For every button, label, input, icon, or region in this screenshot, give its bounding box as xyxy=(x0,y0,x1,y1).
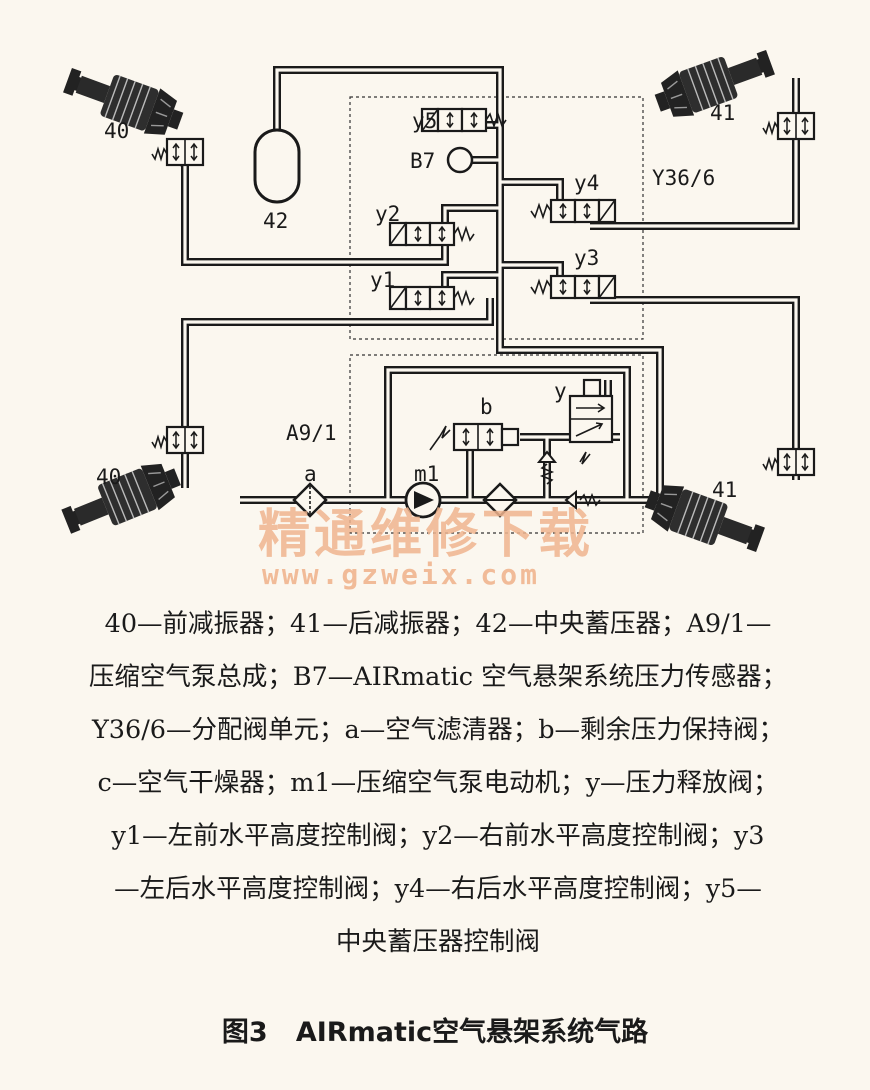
legend-line: 压缩空气泵总成；B7—AIRmatic 空气悬架系统压力传感器； xyxy=(88,662,788,692)
label-rear-shock-top: 41 xyxy=(710,101,735,125)
label-filter-a: a xyxy=(304,462,317,486)
figure-title: AIRmatic空气悬架系统气路 xyxy=(295,1017,649,1048)
air-filter-a xyxy=(292,482,328,518)
legend-line: —左后水平高度控制阀；y4—右后水平高度控制阀；y5— xyxy=(114,874,762,904)
valve-y3 xyxy=(529,274,617,300)
legend-line: Y36/6—分配阀单元；a—空气滤清器；b—剩余压力保持阀； xyxy=(91,715,785,745)
figure-number: 图3 xyxy=(221,1017,268,1048)
label-y5: y5 xyxy=(412,109,437,133)
valve-y1 xyxy=(388,285,476,311)
label-y3: y3 xyxy=(574,246,599,270)
label-front-shock-top: 40 xyxy=(104,119,129,143)
label-relief-valve-y: y xyxy=(554,379,567,403)
valve-y2 xyxy=(388,221,476,247)
legend-line: 40—前减振器；41—后减振器；42—中央蓄压器；A9/1— xyxy=(104,609,772,639)
watermark-chinese: 精通维修下载 xyxy=(258,504,594,565)
label-y2: y2 xyxy=(375,202,400,226)
label-y1: y1 xyxy=(370,268,395,292)
pressure-relief-valve-y xyxy=(568,378,614,465)
label-motor-m1: m1 xyxy=(414,462,439,486)
strut-valve-front-left-bottom xyxy=(150,425,205,455)
strut-valve-rear-right-top xyxy=(761,111,816,141)
label-y4: y4 xyxy=(574,171,599,195)
strut-valve-rear-right-bottom xyxy=(761,447,816,477)
pump-unit-outline xyxy=(349,354,644,534)
label-holding-valve-b: b xyxy=(480,395,493,419)
air-dryer-c xyxy=(482,482,518,518)
label-accumulator: 42 xyxy=(263,209,288,233)
legend: 40—前减振器；41—后减振器；42—中央蓄压器；A9/1— 压缩空气泵总成；B… xyxy=(28,598,848,969)
air-circuit-diagram: 40 40 41 41 42 Y36/6 A9/1 B7 y5 y4 y2 y3… xyxy=(56,38,816,591)
label-valve-unit: Y36/6 xyxy=(652,166,715,190)
accumulator-42 xyxy=(253,128,301,204)
label-pump-unit: A9/1 xyxy=(286,421,337,445)
pressure-sensor-b7 xyxy=(446,146,474,174)
valve-y4 xyxy=(529,198,617,224)
residual-pressure-holding-valve-b xyxy=(429,422,520,452)
check-valve-spring xyxy=(536,450,601,511)
legend-line: y1—左前水平高度控制阀；y2—右前水平高度控制阀；y3 xyxy=(111,821,765,851)
watermark-url: www.gzweix.com xyxy=(262,558,540,591)
compressor-motor-m1 xyxy=(404,481,442,519)
figure-caption: 图3 AIRmatic空气悬架系统气路 xyxy=(0,1010,870,1049)
legend-line: c—空气干燥器；m1—压缩空气泵电动机；y—压力释放阀； xyxy=(97,768,779,798)
front-left-shock-absorber-bottom xyxy=(56,453,188,545)
label-sensor-b7: B7 xyxy=(410,149,435,173)
strut-valve-front-left-top xyxy=(150,137,205,167)
label-front-shock-bottom: 40 xyxy=(96,465,121,489)
legend-line: 中央蓄压器控制阀 xyxy=(335,927,540,957)
label-rear-shock-bottom: 41 xyxy=(712,478,737,502)
